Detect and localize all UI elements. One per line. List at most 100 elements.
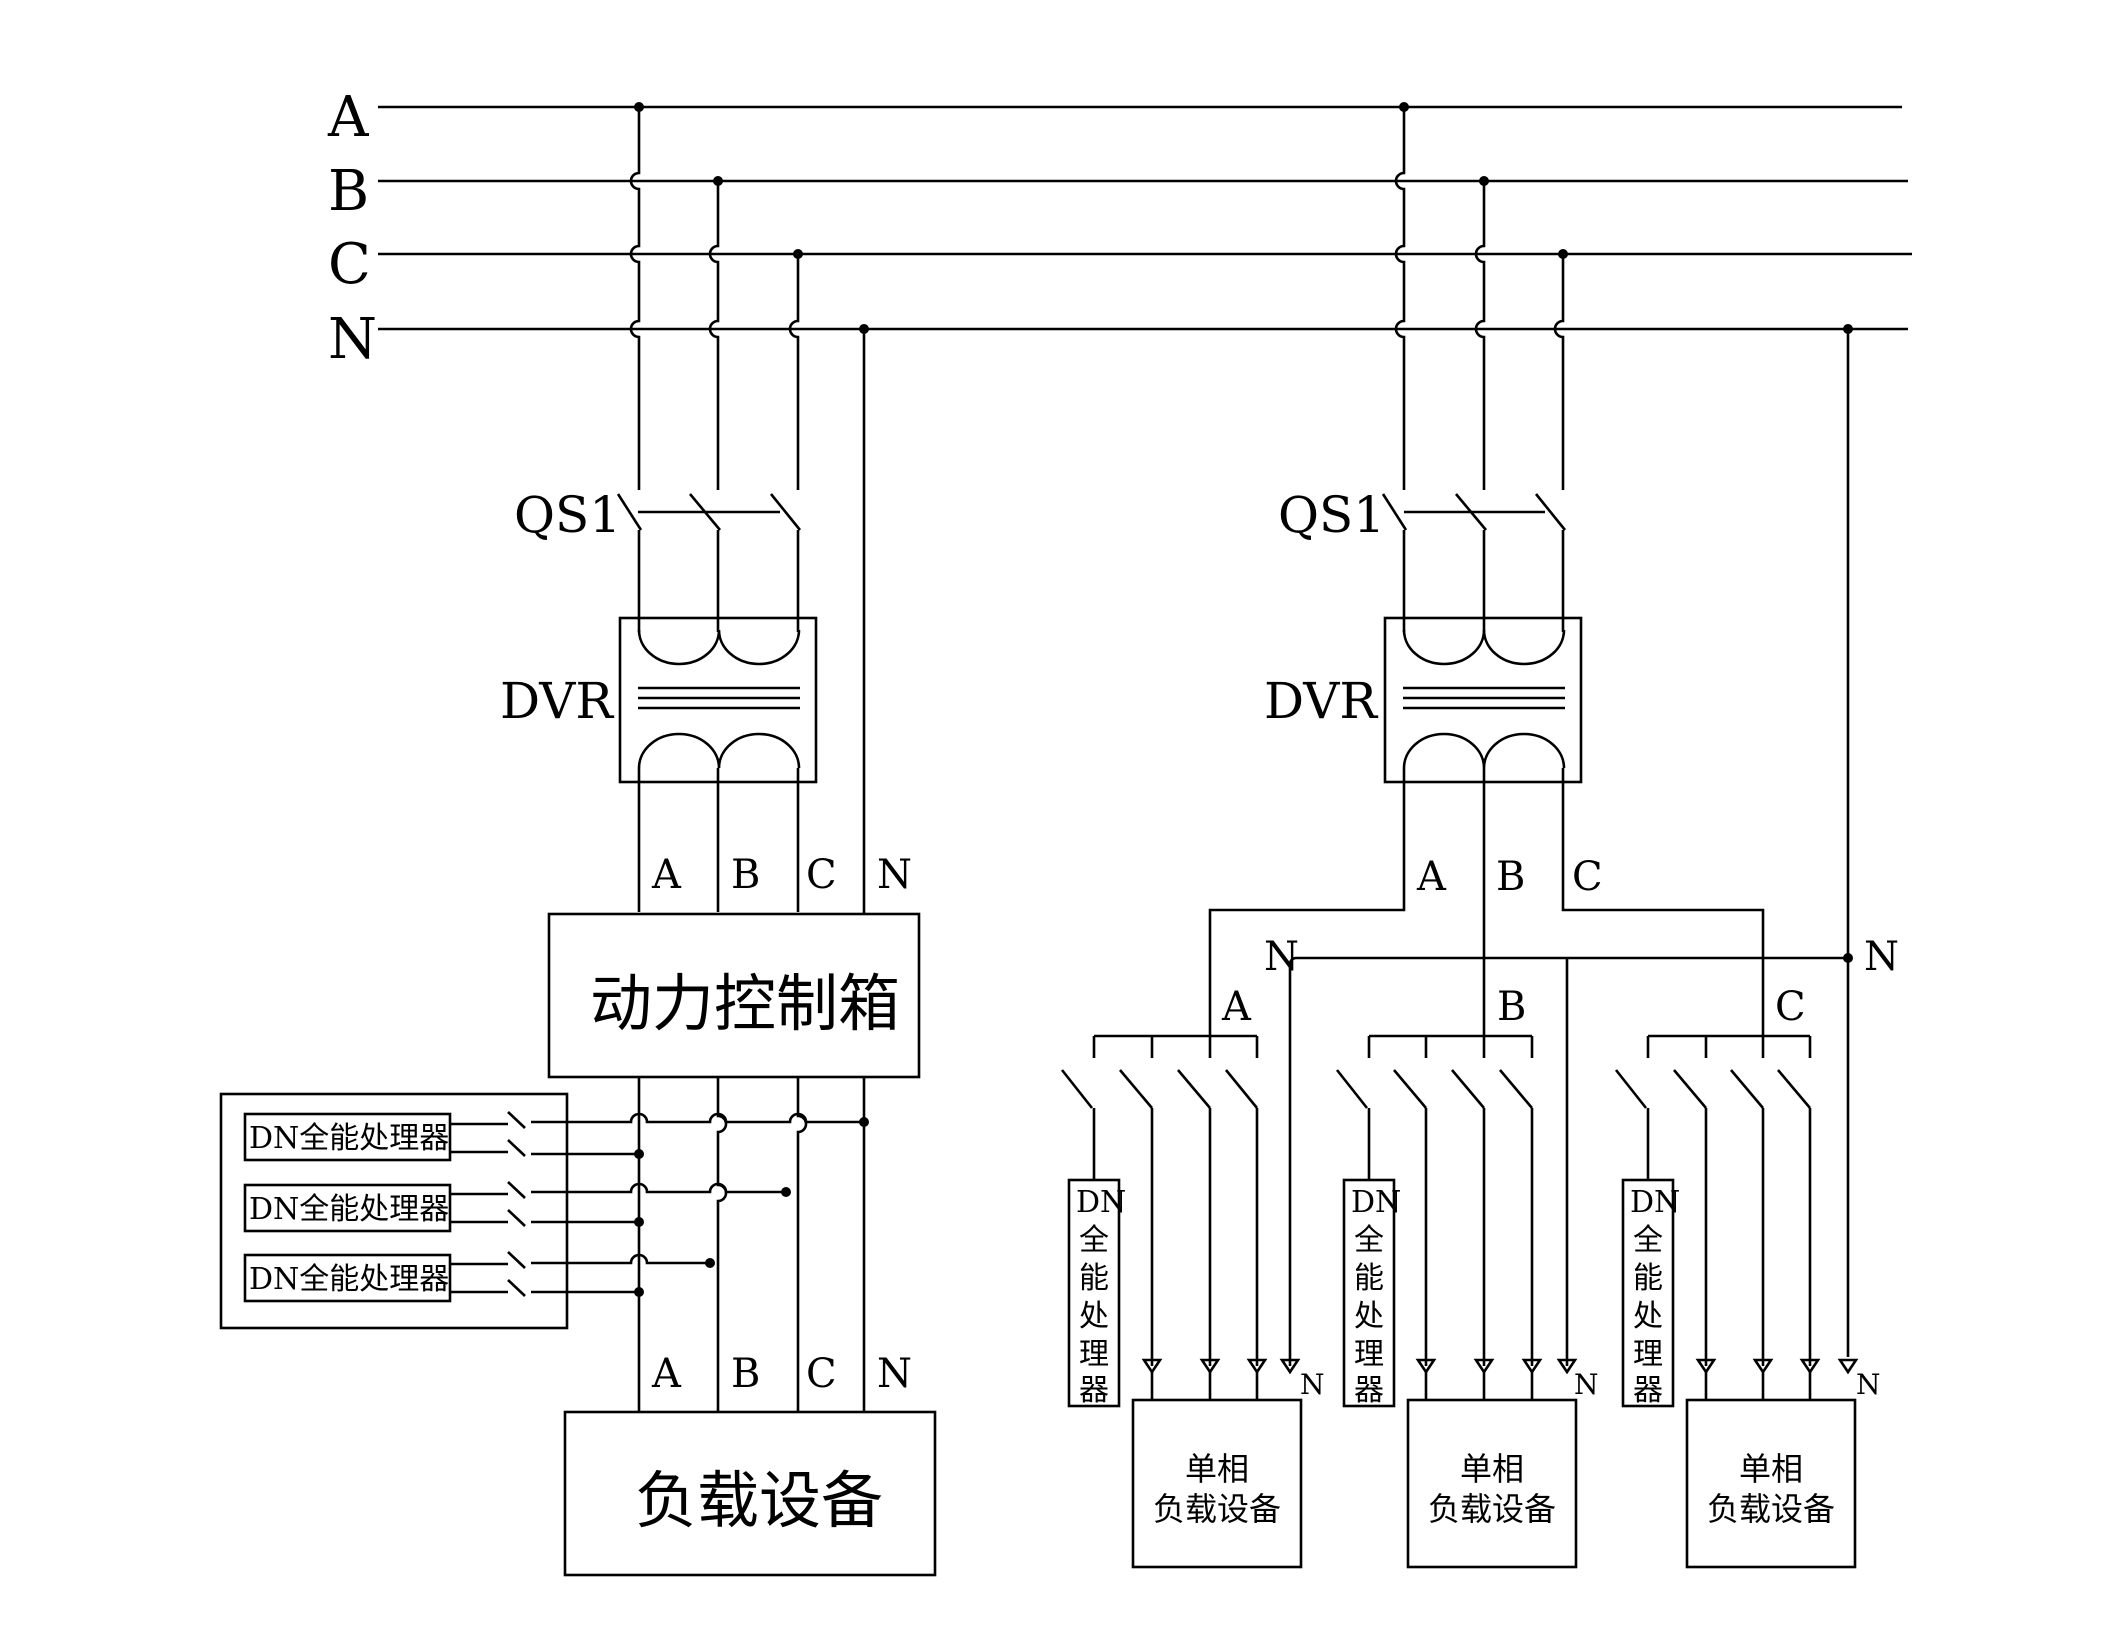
dn-processor-text: 理	[1633, 1337, 1663, 1372]
dn-processor-1: DN全能处理器	[243, 1111, 869, 1162]
right-qs1-label: QS1	[1278, 486, 1385, 544]
left-load-phase-label-a: A	[651, 1351, 682, 1397]
breaker-blade	[1060, 1069, 1094, 1109]
input-arrows	[1695, 1358, 1859, 1375]
breaker-blade	[1673, 1069, 1707, 1109]
left-load-phase-label-n: N	[877, 1351, 912, 1397]
dn-switch-blade	[507, 1181, 526, 1199]
bus-label-b: B	[328, 159, 369, 224]
dn-processor-text: 处	[1079, 1299, 1109, 1334]
single-phase-load-box	[1131, 1398, 1303, 1569]
breaker-blade	[1730, 1069, 1764, 1109]
dn-processor-text: 处	[1633, 1299, 1663, 1334]
dn-tap-b	[531, 1253, 710, 1265]
dn-switch-blade	[507, 1209, 526, 1227]
junction-dot	[1479, 176, 1489, 186]
junction-dot	[859, 1117, 869, 1127]
dn-processor-enclosure	[219, 1092, 569, 1330]
dn-processor-3: DN全能处理器	[243, 1251, 715, 1303]
single-load-line1: 单相	[1460, 1450, 1524, 1488]
right-phase-label-c: C	[1572, 854, 1603, 900]
dn-processor-text: 能	[1633, 1261, 1663, 1296]
left-load-wire-c	[796, 1077, 808, 1412]
breaker-blade	[1393, 1069, 1427, 1109]
left-load-phase-label-b: B	[731, 1351, 760, 1397]
dn-processor-text: 能	[1354, 1261, 1384, 1296]
group-phase-label-c: C	[1775, 984, 1806, 1030]
dn-processor-text: 理	[1354, 1337, 1384, 1372]
bus-labels: A B C N	[327, 85, 377, 372]
left-dvr	[618, 616, 818, 784]
neutral-small-label: N	[1574, 1368, 1599, 1401]
junction-dot	[781, 1187, 791, 1197]
right-route-a	[1208, 768, 1406, 1036]
right-drop-b	[1474, 181, 1486, 490]
single-load-line2: 负载设备	[1428, 1490, 1556, 1528]
switch-blade	[1534, 493, 1567, 531]
breaker-blade	[1777, 1069, 1811, 1109]
junction-dot	[859, 324, 869, 334]
right-neutral-bus	[1288, 956, 1848, 1366]
dn-processor-text: 全	[1079, 1223, 1109, 1258]
left-phase-label-a: A	[651, 852, 682, 898]
right-neutral-label-right: N	[1864, 934, 1899, 980]
left-dvr-label: DVR	[500, 672, 614, 730]
dn-switch-blade	[507, 1111, 526, 1129]
control-box-label: 动力控制箱	[590, 967, 900, 1040]
dn-processor-text: 器	[1079, 1373, 1109, 1408]
dn-processor-box	[243, 1112, 452, 1162]
breaker-blade	[1335, 1069, 1369, 1109]
dn-processor-box	[243, 1253, 452, 1303]
left-load-phase-label-c: C	[806, 1351, 837, 1397]
dvr-lower-coil	[637, 732, 801, 769]
left-branch: QS1 DVR A B C N 动力控制箱	[219, 102, 937, 1577]
input-arrows	[1141, 1358, 1301, 1375]
left-qs1-label: QS1	[514, 486, 621, 544]
left-drop-b	[708, 181, 720, 490]
load-box-label: 负载设备	[635, 1464, 883, 1537]
dn-processor-text: 全	[1633, 1223, 1663, 1258]
left-phase-label-c: C	[806, 852, 837, 898]
dn-processor-box	[243, 1183, 452, 1233]
dn-switch-blade	[507, 1279, 526, 1297]
load-box	[563, 1410, 937, 1577]
junction-dot	[634, 1217, 644, 1227]
junction-dot	[634, 1149, 644, 1159]
dvr-lower-coil	[1402, 732, 1566, 769]
junction-dot	[1399, 102, 1409, 112]
bus-label-n: N	[328, 307, 377, 372]
single-phase-load-box	[1685, 1398, 1857, 1569]
control-box	[547, 912, 921, 1079]
right-phase-label-a: A	[1416, 854, 1447, 900]
dn-processor-label: DN全能处理器	[249, 1262, 449, 1297]
group-phase-label-b: B	[1497, 984, 1526, 1030]
dn-processor-vertical	[1067, 1178, 1121, 1408]
dn-switch-blade	[507, 1139, 526, 1157]
switch-blade	[769, 493, 802, 531]
breaker-blade	[1499, 1069, 1533, 1109]
junction-dot	[793, 249, 803, 259]
dn-processor-label: DN全能处理器	[249, 1121, 449, 1156]
dn-processor-text: DN	[1076, 1185, 1126, 1220]
breaker-blade	[1614, 1069, 1648, 1109]
junction-dot	[705, 1258, 715, 1268]
bus-label-c: C	[328, 232, 371, 297]
dn-processor-text: 器	[1633, 1373, 1663, 1408]
group-b: DN 全 能 处 理 器 N 单相 负载设备	[1335, 1034, 1599, 1569]
breaker-blade	[1119, 1069, 1153, 1109]
right-dvr	[1383, 616, 1583, 784]
dn-processor-2: DN全能处理器	[243, 1181, 791, 1233]
right-qs1-switch	[1381, 493, 1567, 618]
group-phase-label-a: A	[1221, 984, 1252, 1030]
dvr-upper-coil	[637, 629, 801, 666]
left-drop-c	[788, 254, 800, 490]
junction-dot	[1843, 324, 1853, 334]
dn-processor-vertical	[1342, 1178, 1396, 1408]
group-a: DN 全 能 处 理 器 N 单相 负载设备	[1060, 1034, 1325, 1569]
dn-processor-text: DN	[1351, 1185, 1401, 1220]
switch-blade	[1381, 493, 1408, 531]
single-load-line2: 负载设备	[1707, 1490, 1835, 1528]
bus-label-a: A	[327, 85, 369, 150]
